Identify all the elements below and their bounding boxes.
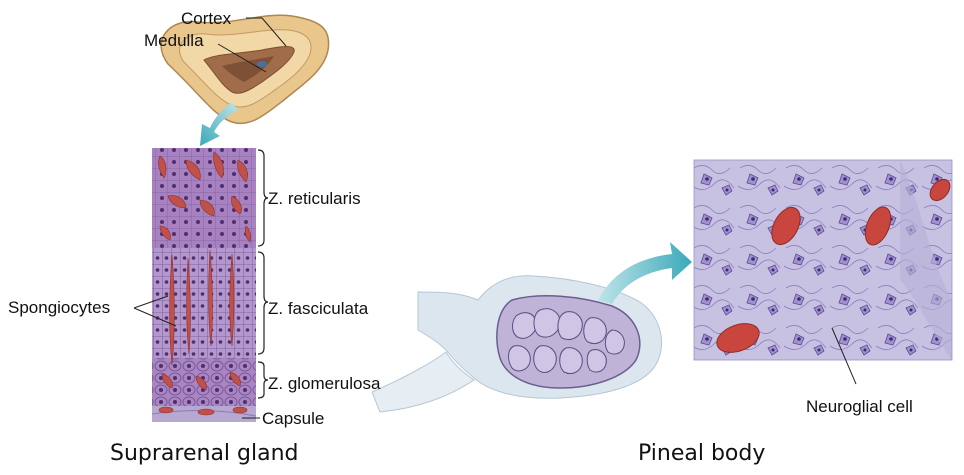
pineal-zoom-arrow	[598, 242, 692, 304]
label-neuroglial-cell: Neuroglial cell	[806, 398, 913, 415]
label-capsule: Capsule	[262, 410, 324, 427]
caption-pineal-body: Pineal body	[638, 443, 765, 465]
label-medulla: Medulla	[144, 32, 204, 49]
label-z-reticularis: Z. reticularis	[268, 190, 361, 207]
pineal-histology-section	[694, 160, 954, 360]
caption-suprarenal-gland: Suprarenal gland	[110, 443, 299, 465]
label-cortex: Cortex	[181, 10, 231, 27]
label-z-fasciculata: Z. fasciculata	[268, 300, 368, 317]
label-z-glomerulosa: Z. glomerulosa	[268, 375, 380, 392]
adrenal-cortex-section	[152, 148, 256, 422]
zone-brackets	[258, 150, 268, 398]
pineal-gross-illustration	[372, 276, 662, 412]
label-spongiocytes: Spongiocytes	[8, 299, 110, 316]
